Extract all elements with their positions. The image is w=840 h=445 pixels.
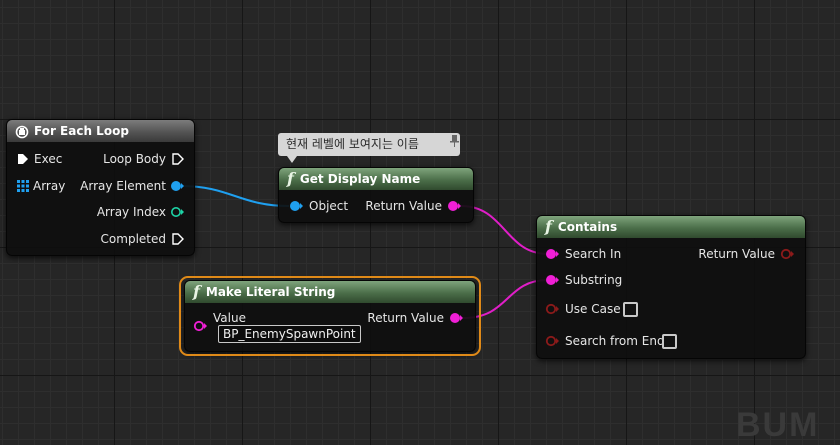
literal-value-text: BP_EnemySpawnPoint xyxy=(223,327,356,341)
pin-icon[interactable] xyxy=(450,135,459,153)
value-label: Value xyxy=(213,311,246,325)
integer-out-pin-icon[interactable] xyxy=(170,206,184,218)
pin-row-object[interactable]: Object xyxy=(289,198,348,214)
get-display-name-node[interactable]: f Get Display Name xyxy=(278,167,474,223)
loop-macro-icon xyxy=(15,124,29,139)
contains-title: Contains xyxy=(557,220,618,234)
pin-row-array[interactable]: Array xyxy=(17,178,65,194)
wire-array-element-to-object[interactable] xyxy=(180,185,290,207)
array-label: Array xyxy=(33,179,66,193)
search-from-end-label: Search from End xyxy=(565,334,665,348)
comment-bubble[interactable]: 현재 레벨에 보여지는 이름 xyxy=(278,133,460,156)
exec-out-icon[interactable] xyxy=(172,153,184,165)
make-literal-string-title: Make Literal String xyxy=(205,285,336,299)
function-icon: f xyxy=(193,281,200,301)
use-case-label: Use Case xyxy=(565,302,621,316)
pin-row-array-element[interactable]: Array Element xyxy=(80,178,184,194)
object-in-pin-icon[interactable] xyxy=(289,200,303,212)
for-each-loop-header[interactable]: For Each Loop xyxy=(7,120,194,142)
loop-body-label: Loop Body xyxy=(103,152,166,166)
exec-out-icon[interactable] xyxy=(172,233,184,245)
for-each-loop-title: For Each Loop xyxy=(34,124,129,138)
make-literal-string-header[interactable]: f Make Literal String xyxy=(185,281,475,303)
comment-text: 현재 레벨에 보여지는 이름 xyxy=(286,137,419,151)
pin-row-loop-body[interactable]: Loop Body xyxy=(103,151,184,167)
return-value-label: Return Value xyxy=(367,311,444,325)
pin-row-substring[interactable]: Substring xyxy=(545,272,622,288)
array-grid-icon[interactable] xyxy=(17,180,29,192)
substring-label: Substring xyxy=(565,273,623,287)
wire-literal-to-substring[interactable] xyxy=(462,279,549,319)
for-each-loop-node[interactable]: For Each Loop xyxy=(6,119,195,256)
pin-row-exec[interactable]: Exec xyxy=(17,151,62,167)
use-case-checkbox[interactable] xyxy=(623,302,638,317)
return-value-label: Return Value xyxy=(365,199,442,213)
bool-in-pin-icon[interactable] xyxy=(545,335,559,347)
pin-row-value[interactable]: Value xyxy=(193,310,246,332)
bool-out-pin-icon[interactable] xyxy=(780,248,794,260)
wire-display-name-to-search-in[interactable] xyxy=(460,205,549,255)
get-display-name-header[interactable]: f Get Display Name xyxy=(279,168,473,190)
search-in-label: Search In xyxy=(565,247,622,261)
function-icon: f xyxy=(545,216,552,236)
pin-row-completed[interactable]: Completed xyxy=(101,231,184,247)
bool-in-pin-icon[interactable] xyxy=(545,303,559,315)
pin-row-search-from-end[interactable]: Search from End xyxy=(545,333,665,349)
string-in-pin-icon[interactable] xyxy=(193,320,207,332)
wire-layer xyxy=(180,185,549,319)
pin-row-search-in[interactable]: Search In xyxy=(545,246,621,262)
object-out-pin-icon[interactable] xyxy=(170,180,184,192)
string-in-pin-icon[interactable] xyxy=(545,248,559,260)
array-element-label: Array Element xyxy=(80,179,166,193)
contains-header[interactable]: f Contains xyxy=(537,216,805,238)
pin-row-contains-return[interactable]: Return Value xyxy=(698,246,794,262)
pin-row-literal-return[interactable]: Return Value xyxy=(367,310,463,326)
search-from-end-checkbox[interactable] xyxy=(662,334,677,349)
object-label: Object xyxy=(309,199,349,213)
array-index-label: Array Index xyxy=(96,205,166,219)
literal-value-input[interactable]: BP_EnemySpawnPoint xyxy=(218,325,361,343)
selection-outline xyxy=(179,276,481,356)
get-display-name-title: Get Display Name xyxy=(299,172,421,186)
comment-bubble-tail xyxy=(287,156,297,163)
string-out-pin-icon[interactable] xyxy=(447,200,461,212)
return-value-label: Return Value xyxy=(698,247,775,261)
exec-label: Exec xyxy=(34,152,63,166)
completed-label: Completed xyxy=(100,232,166,246)
pin-row-display-name-return[interactable]: Return Value xyxy=(365,198,461,214)
pin-row-array-index[interactable]: Array Index xyxy=(97,204,184,220)
exec-in-icon[interactable] xyxy=(17,153,29,165)
pin-row-use-case[interactable]: Use Case xyxy=(545,301,621,317)
string-in-pin-icon[interactable] xyxy=(545,274,559,286)
string-out-pin-icon[interactable] xyxy=(449,312,463,324)
function-icon: f xyxy=(287,168,294,188)
